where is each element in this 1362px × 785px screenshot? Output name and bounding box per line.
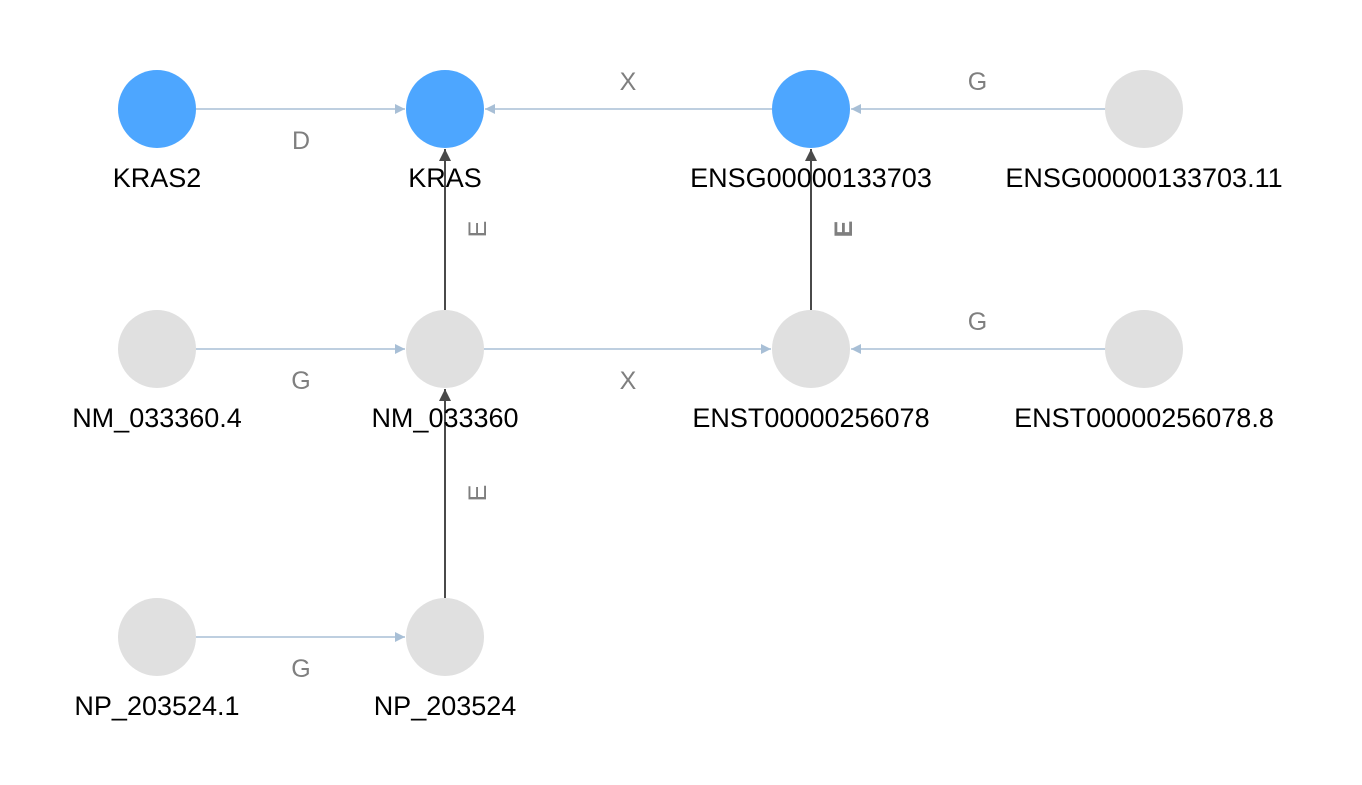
node-np1[interactable]: NP_203524.1	[74, 598, 240, 721]
node-circle[interactable]	[118, 598, 196, 676]
node-circle[interactable]	[772, 310, 850, 388]
edge-np-to-nm: E	[439, 389, 492, 598]
edge-ensg11-to-ensg: G	[851, 68, 1105, 114]
node-kras2[interactable]: KRAS2	[113, 70, 202, 193]
edge-enst-to-ensg: E	[805, 149, 858, 310]
node-layer: KRAS2 KRAS ENSG00000133703 ENSG00000133703.…	[72, 70, 1283, 721]
edge-nm-to-enst: X	[484, 344, 771, 395]
edge-label: G	[968, 308, 987, 336]
edge-enst8-to-enst: G	[851, 308, 1105, 354]
edge-label: E	[464, 485, 492, 502]
node-circle[interactable]	[118, 310, 196, 388]
node-ensg11[interactable]: ENSG00000133703.11	[1005, 70, 1283, 193]
edge-kras2-to-kras: D	[196, 104, 405, 155]
node-circle[interactable]	[406, 598, 484, 676]
node-circle[interactable]	[772, 70, 850, 148]
node-label: NM_033360.4	[72, 403, 242, 433]
edge-np1-to-np: G	[196, 632, 405, 683]
node-label: ENSG00000133703.11	[1005, 163, 1282, 193]
node-np[interactable]: NP_203524	[374, 598, 517, 721]
node-enst8[interactable]: ENST00000256078.8	[1014, 310, 1274, 433]
node-circle[interactable]	[406, 70, 484, 148]
node-label: ENST00000256078	[692, 403, 929, 433]
node-circle[interactable]	[1105, 310, 1183, 388]
edge-label: G	[291, 655, 310, 683]
edge-layer: D X G G X G G E E E	[196, 68, 1105, 683]
node-label: KRAS	[408, 163, 482, 193]
edge-label: E	[464, 221, 492, 238]
edge-ensg-to-kras: X	[485, 68, 772, 114]
node-circle[interactable]	[1105, 70, 1183, 148]
node-nm[interactable]: NM_033360	[371, 310, 519, 433]
node-circle[interactable]	[406, 310, 484, 388]
node-label: ENSG00000133703	[690, 163, 932, 193]
node-label: NM_033360	[371, 403, 518, 433]
node-ensg[interactable]: ENSG00000133703	[690, 70, 932, 193]
edge-label: X	[620, 367, 637, 395]
node-label: ENST00000256078.8	[1014, 403, 1274, 433]
edge-label: E	[830, 221, 858, 238]
node-kras[interactable]: KRAS	[406, 70, 484, 193]
edge-label: X	[620, 68, 637, 96]
edge-label: G	[291, 367, 310, 395]
node-enst[interactable]: ENST00000256078	[692, 310, 930, 433]
node-nm4[interactable]: NM_033360.4	[72, 310, 242, 433]
node-label: KRAS2	[113, 163, 202, 193]
node-label: NP_203524	[374, 691, 517, 721]
edge-label: D	[292, 127, 310, 155]
node-circle[interactable]	[118, 70, 196, 148]
node-label: NP_203524.1	[74, 691, 239, 721]
edge-nm4-to-nm: G	[196, 344, 405, 395]
edge-label: G	[968, 68, 987, 96]
edge-nm-to-kras: E	[439, 149, 492, 310]
